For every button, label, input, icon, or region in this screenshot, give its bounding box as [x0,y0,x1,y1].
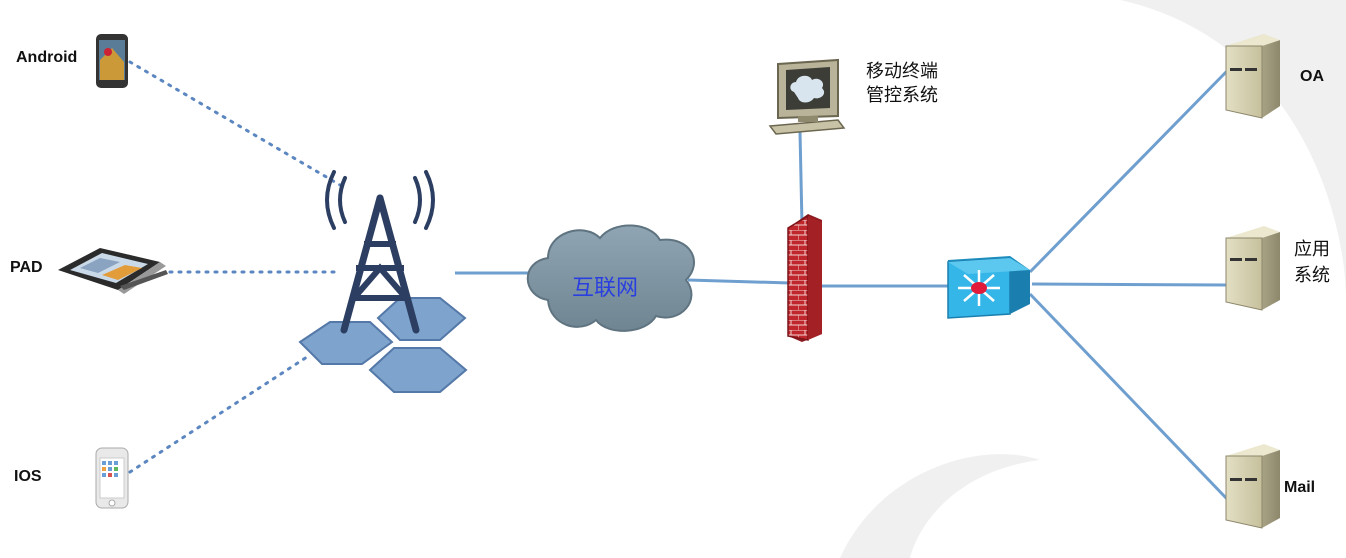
server-icon-oa [1225,34,1280,119]
pad-label: PAD [10,259,43,276]
mdm-label-line2: 管控系统 [866,85,938,106]
app-label-line1: 应用 [1294,239,1330,260]
switch-icon [947,256,1030,319]
smartphone-icon [96,34,128,88]
iphone-icon [95,447,129,509]
server-icon-mail [1225,444,1280,529]
background-watermark [840,0,1346,558]
firewall-icon [787,214,822,342]
app-label-line2: 系统 [1294,265,1330,286]
wireless-link-ios [128,353,312,474]
cell-tower-icon [298,170,468,393]
mail-label: Mail [1284,479,1316,496]
mdm-label-line1: 移动终端 [866,61,938,82]
server-icon-app [1225,226,1280,311]
monitor-icon [768,58,846,135]
ios-label: IOS [14,468,42,485]
wireless-link-android [128,60,342,187]
internet-label: 互联网 [572,276,639,301]
tablet-icon [58,248,168,294]
cloud-icon [526,224,695,332]
oa-label: OA [1300,68,1324,85]
android-label: Android [16,49,78,66]
